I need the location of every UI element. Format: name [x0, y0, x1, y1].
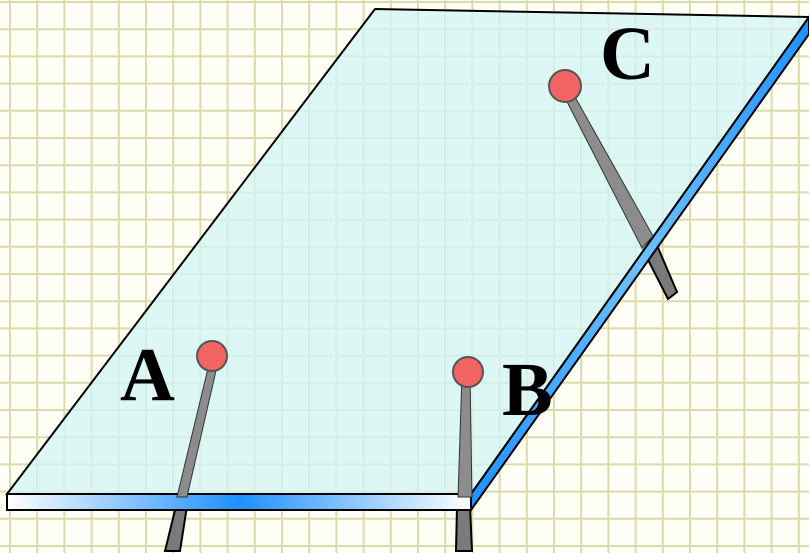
- pin-shafts-above: [176, 87, 654, 498]
- point-labels: A B C: [120, 12, 655, 432]
- point-a-label: A: [120, 333, 175, 417]
- plane-front-edge: [6, 493, 472, 511]
- pin-b-shaft-below: [454, 505, 474, 552]
- point-b-label: B: [502, 348, 553, 432]
- pin-a-shaft-below: [163, 505, 189, 552]
- point-c-label: C: [600, 12, 655, 96]
- plane-surface: [4, 7, 809, 495]
- point-a-marker: [196, 340, 228, 372]
- pin-heads: [196, 69, 582, 388]
- point-b-marker: [452, 356, 484, 388]
- point-c-marker: [548, 69, 582, 103]
- plane-side-edge: [470, 15, 809, 514]
